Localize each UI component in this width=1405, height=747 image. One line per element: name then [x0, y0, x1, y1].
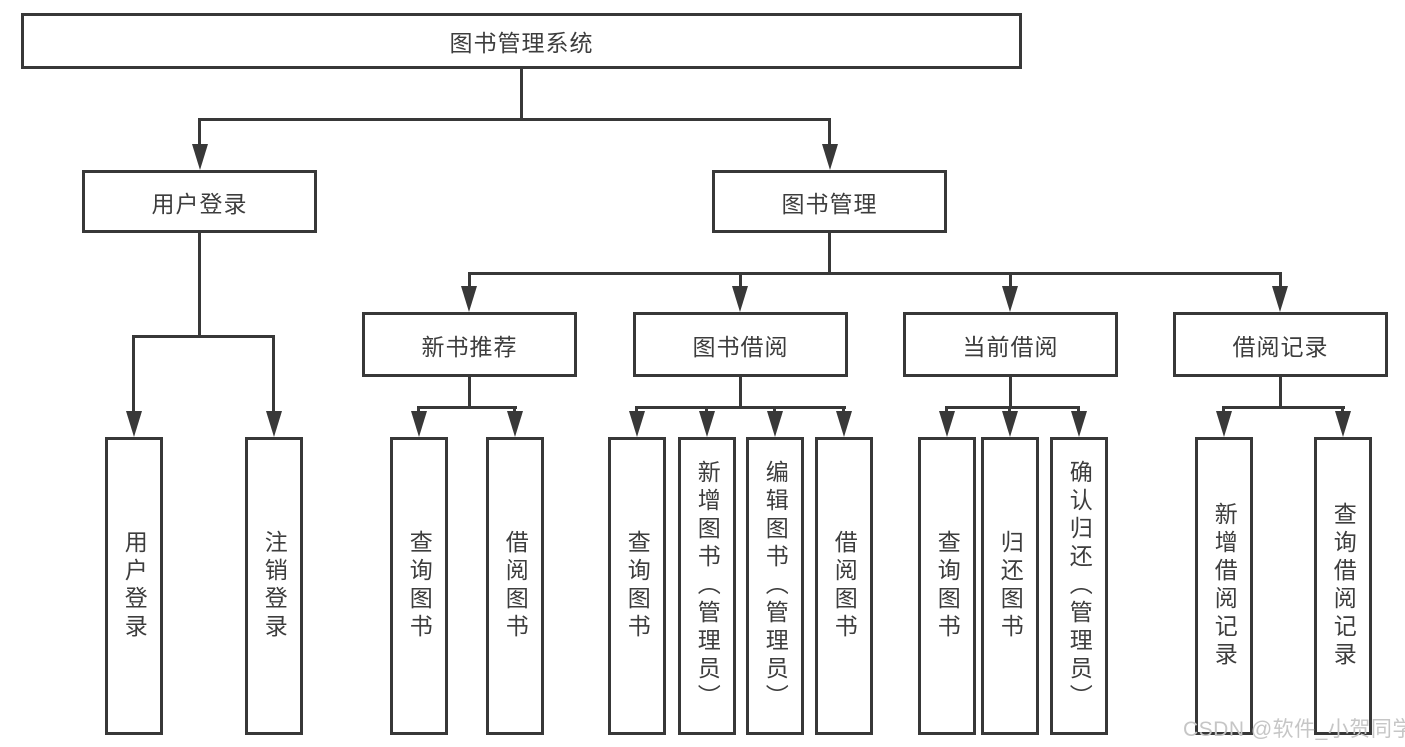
leaf-query-books-3: 查询图书	[918, 437, 976, 735]
leaf-add-books-admin: 新增图书（管理员）	[678, 437, 736, 735]
arrow-down-icon	[939, 411, 955, 437]
connector-line	[132, 335, 135, 413]
connector-line	[1341, 406, 1344, 414]
leaf-edit-books-admin: 编辑图书（管理员）	[746, 437, 804, 735]
connector-line	[842, 406, 845, 414]
arrow-down-icon	[767, 411, 783, 437]
connector-line	[468, 272, 471, 294]
connector-line	[773, 406, 776, 414]
connector-line	[828, 233, 831, 272]
connector-line	[1279, 377, 1282, 406]
leaf-logout: 注销登录	[245, 437, 303, 735]
arrow-down-icon	[1272, 286, 1288, 312]
arrow-down-icon	[507, 411, 523, 437]
connector-line	[468, 272, 1282, 275]
arrow-down-icon	[126, 411, 142, 437]
connector-line	[198, 118, 201, 148]
arrow-down-icon	[192, 144, 208, 170]
connector-line	[635, 406, 846, 409]
connector-line	[945, 406, 1080, 409]
connector-line	[132, 335, 275, 338]
connector-line	[513, 406, 516, 414]
arrow-down-icon	[732, 286, 748, 312]
connector-line	[417, 406, 517, 409]
arrow-down-icon	[411, 411, 427, 437]
connector-line	[1009, 377, 1012, 406]
connector-line	[945, 406, 948, 414]
leaf-query-borrow-record: 查询借阅记录	[1314, 437, 1372, 735]
node-user-login: 用户登录	[82, 170, 317, 233]
connector-line	[635, 406, 638, 414]
node-current-borrowing: 当前借阅	[903, 312, 1118, 377]
arrow-down-icon	[266, 411, 282, 437]
leaf-return-books: 归还图书	[981, 437, 1039, 735]
arrow-down-icon	[629, 411, 645, 437]
node-new-book-recommendation: 新书推荐	[362, 312, 577, 377]
arrow-down-icon	[461, 286, 477, 312]
connector-line	[739, 377, 742, 406]
connector-line	[198, 118, 831, 121]
arrow-down-icon	[1071, 411, 1087, 437]
arrow-down-icon	[1216, 411, 1232, 437]
node-borrowing-records: 借阅记录	[1173, 312, 1388, 377]
connector-line	[468, 377, 471, 406]
arrow-down-icon	[699, 411, 715, 437]
leaf-borrow-books: 借阅图书	[486, 437, 544, 735]
leaf-user-login: 用户登录	[105, 437, 163, 735]
connector-line	[828, 118, 831, 148]
arrow-down-icon	[1002, 411, 1018, 437]
connector-line	[1279, 272, 1282, 294]
connector-line	[520, 69, 523, 118]
connector-line	[1222, 406, 1345, 409]
node-book-management: 图书管理	[712, 170, 947, 233]
leaf-query-books: 查询图书	[390, 437, 448, 735]
connector-line	[417, 406, 420, 414]
connector-line	[198, 233, 201, 335]
arrow-down-icon	[822, 144, 838, 170]
connector-line	[1222, 406, 1225, 414]
watermark-csdn: CSDN @软件_小贺同学	[1183, 718, 1405, 741]
leaf-confirm-return-admin: 确认归还（管理员）	[1050, 437, 1108, 735]
connector-line	[1077, 406, 1080, 414]
connector-line	[272, 335, 275, 413]
arrow-down-icon	[1002, 286, 1018, 312]
leaf-query-books-2: 查询图书	[608, 437, 666, 735]
connector-line	[705, 406, 708, 414]
connector-line	[739, 272, 742, 294]
leaf-borrow-books-2: 借阅图书	[815, 437, 873, 735]
node-library-management-system: 图书管理系统	[21, 13, 1022, 69]
leaf-add-borrow-record: 新增借阅记录	[1195, 437, 1253, 735]
connector-line	[1009, 272, 1012, 294]
arrow-down-icon	[1335, 411, 1351, 437]
node-book-borrowing: 图书借阅	[633, 312, 848, 377]
arrow-down-icon	[836, 411, 852, 437]
connector-line	[1008, 406, 1011, 414]
